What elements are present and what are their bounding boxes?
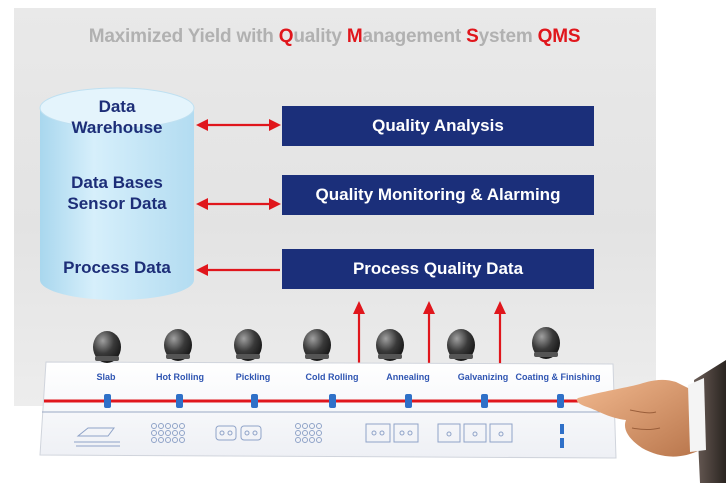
stage-marker-cold-rolling [329,394,336,408]
stage-label-cold-rolling: Cold Rolling [305,372,359,382]
stage-label-slab: Slab [96,372,116,382]
stage-label-galvanizing: Galvanizing [457,372,509,382]
stage-label-coating-finishing: Coating & Finishing [515,372,601,382]
stage-marker-annealing [405,394,412,408]
stage-marker-coating [557,394,564,408]
label-process-data: Process Data [63,258,171,277]
stage-label-hot-rolling: Hot Rolling [156,372,204,382]
camera-icon [93,327,560,363]
box-process-quality-data: Process Quality Data [282,249,594,289]
stage-label-annealing: Annealing [386,372,430,382]
stage-marker-slab [104,394,111,408]
stage-marker-galvanizing [481,394,488,408]
stage-marker-hot-rolling [176,394,183,408]
diagram-title: Maximized Yield with Quality Management … [88,26,581,47]
box-quality-monitoring: Quality Monitoring & Alarming [282,175,594,215]
production-line-panel [39,361,617,459]
box-quality-analysis: Quality Analysis [282,106,594,146]
stage-label-pickling: Pickling [235,372,271,382]
stage-marker-pickling [251,394,258,408]
